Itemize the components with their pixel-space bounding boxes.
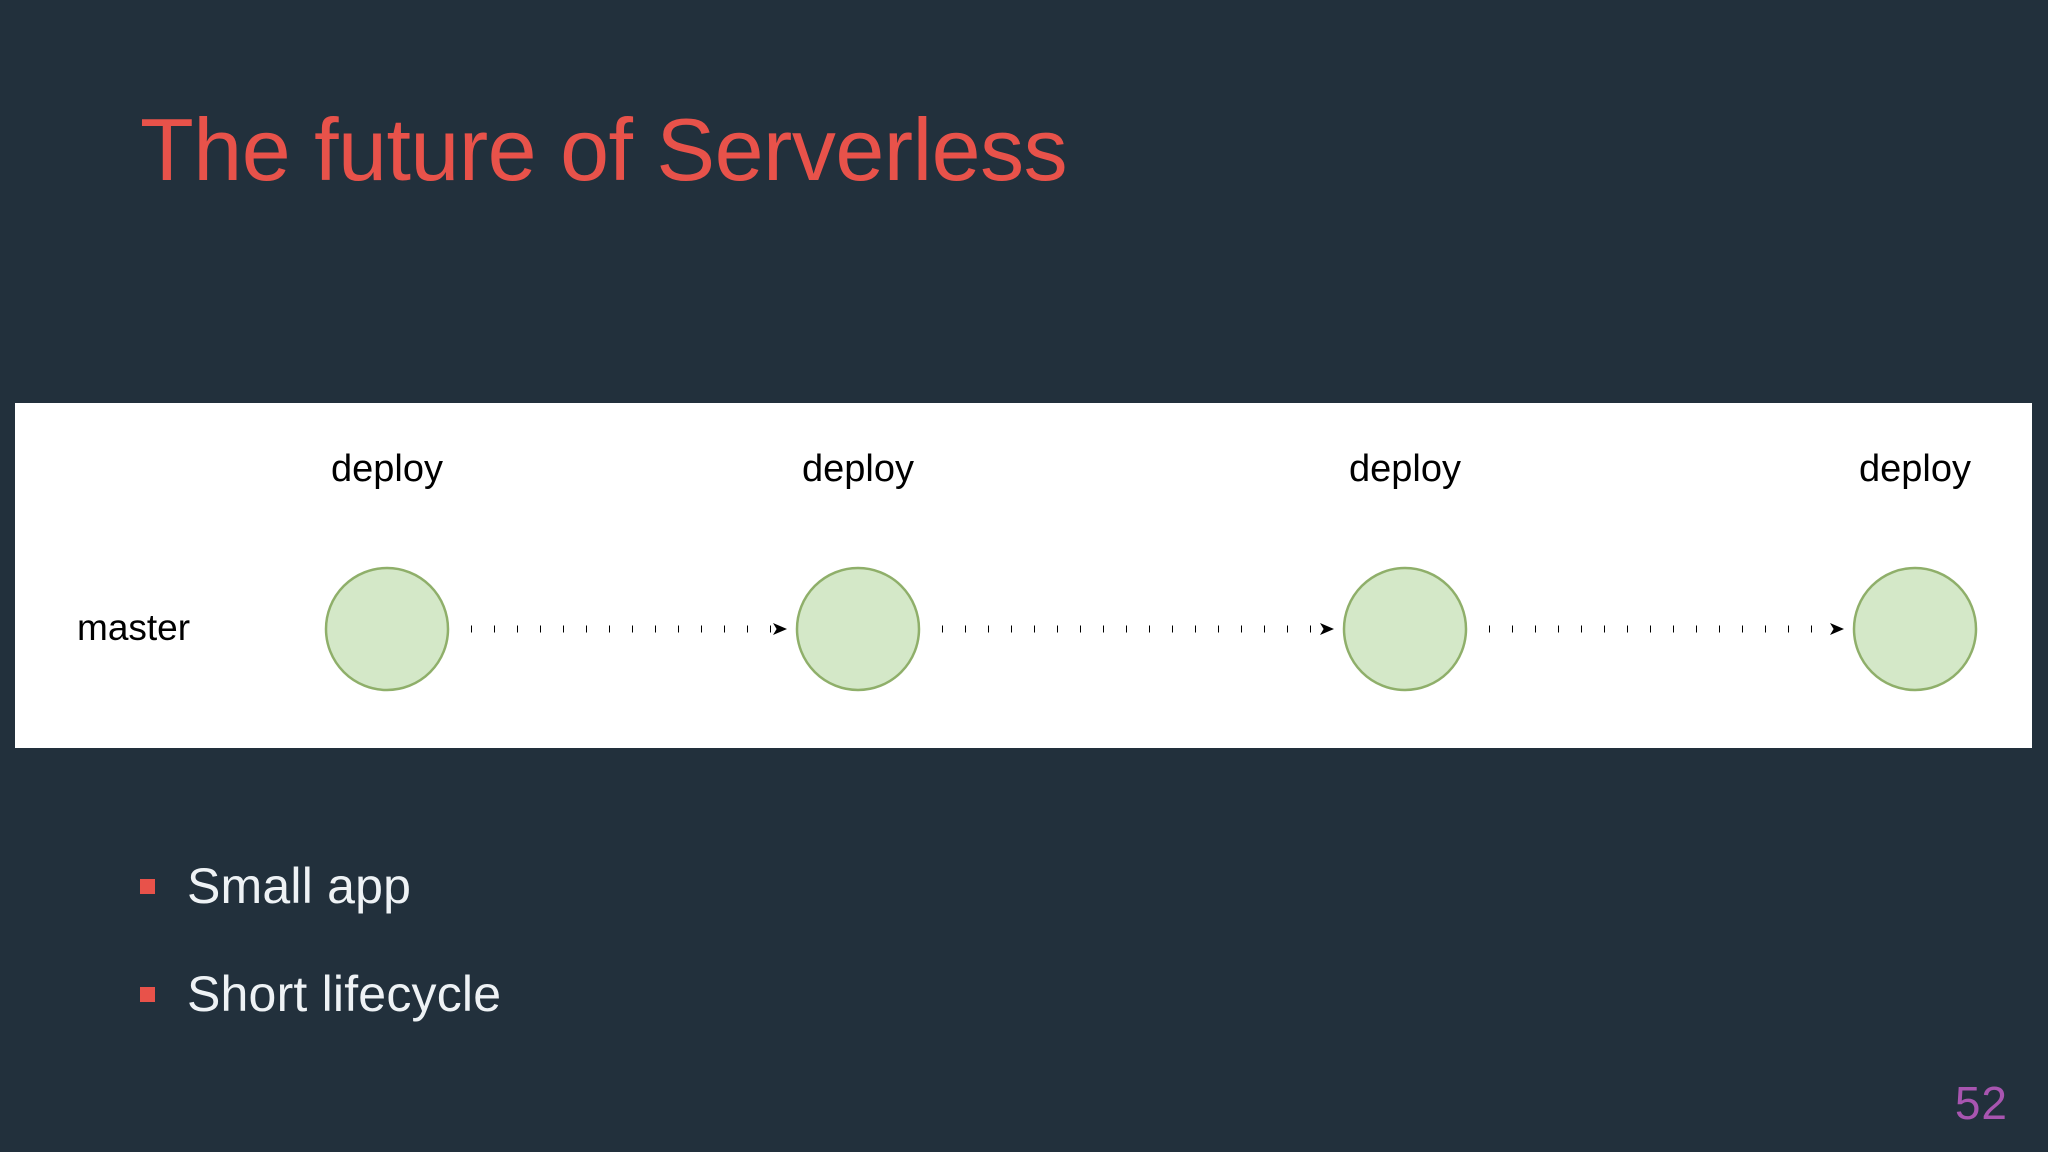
bullet-text: Small app — [187, 858, 412, 914]
bullet-list: Small app Short lifecycle — [140, 832, 501, 1048]
commit-node — [1342, 566, 1468, 692]
page-title: The future of Serverless — [140, 100, 1068, 199]
node-label-deploy-1: deploy — [331, 448, 443, 490]
list-item: Small app — [140, 832, 501, 940]
commit-nodes — [324, 566, 1978, 692]
git-branch-diagram: master deploy deploy deploy deploy — [15, 403, 2032, 748]
commit-node — [1852, 566, 1978, 692]
commit-node — [324, 566, 450, 692]
page-number: 52 — [1954, 1077, 2008, 1129]
square-bullet-icon — [140, 986, 155, 1002]
node-label-deploy-2: deploy — [802, 448, 914, 490]
branch-label-master: master — [77, 607, 191, 648]
node-label-deploy-4: deploy — [1859, 448, 1971, 490]
node-label-deploy-3: deploy — [1349, 448, 1461, 490]
commit-node — [795, 566, 921, 692]
diagram-canvas — [324, 566, 1978, 692]
square-bullet-icon — [140, 878, 155, 894]
bullet-text: Short lifecycle — [187, 966, 502, 1022]
list-item: Short lifecycle — [140, 940, 501, 1048]
